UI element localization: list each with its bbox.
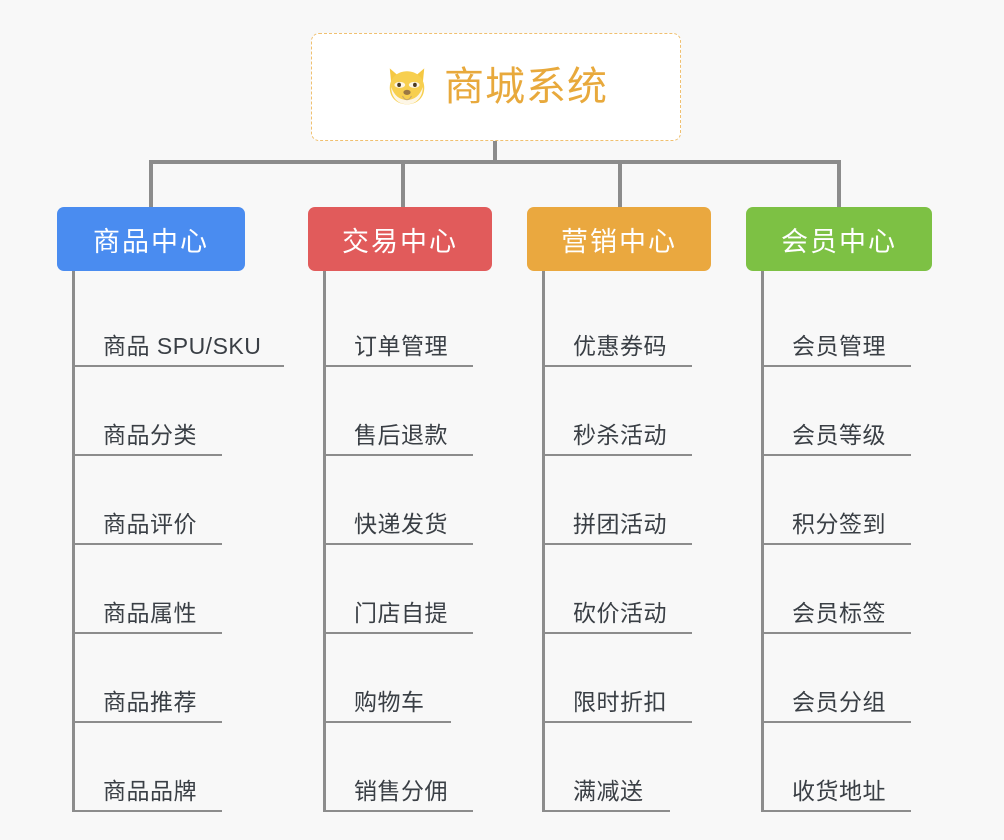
- shiba-dog-face-icon: [389, 68, 425, 105]
- leaf-underline: [323, 810, 473, 812]
- branch-drop-connector-4: [837, 160, 841, 207]
- leaf-item[interactable]: 售后退款: [308, 367, 492, 456]
- leaf-item-label: 商品品牌: [103, 778, 197, 804]
- leaf-item-label: 砍价活动: [573, 600, 667, 626]
- leaf-item-label: 售后退款: [354, 422, 448, 448]
- leaf-item-label: 优惠券码: [573, 333, 667, 359]
- root-node[interactable]: 商城系统: [311, 33, 681, 141]
- leaf-item[interactable]: 商品分类: [57, 367, 245, 456]
- branch-2: 交易中心订单管理售后退款快递发货门店自提购物车销售分佣: [308, 207, 492, 812]
- leaf-item[interactable]: 积分签到: [746, 456, 932, 545]
- leaf-item[interactable]: 订单管理: [308, 278, 492, 367]
- leaf-item[interactable]: 快递发货: [308, 456, 492, 545]
- branch-header-3[interactable]: 营销中心: [527, 207, 711, 271]
- leaf-item-label: 订单管理: [354, 333, 448, 359]
- leaf-underline: [72, 721, 222, 723]
- leaf-underline: [542, 365, 692, 367]
- branch-connector-bar: [150, 160, 840, 164]
- leaf-item[interactable]: 商品品牌: [57, 723, 245, 812]
- leaf-item-label: 满减送: [573, 778, 644, 804]
- root-connector-stem: [493, 141, 497, 163]
- leaf-item[interactable]: 会员分组: [746, 634, 932, 723]
- leaf-underline: [72, 810, 222, 812]
- leaf-item[interactable]: 商品属性: [57, 545, 245, 634]
- leaf-spine-3: [542, 271, 545, 812]
- leaf-item-label: 拼团活动: [573, 511, 667, 537]
- leaf-underline: [542, 632, 692, 634]
- leaf-item[interactable]: 商品 SPU/SKU: [57, 278, 284, 367]
- branch-4: 会员中心会员管理会员等级积分签到会员标签会员分组收货地址: [746, 207, 932, 812]
- branch-header-4[interactable]: 会员中心: [746, 207, 932, 271]
- leaf-underline: [72, 454, 222, 456]
- branch-3: 营销中心优惠券码秒杀活动拼团活动砍价活动限时折扣满减送: [527, 207, 711, 812]
- leaf-item[interactable]: 门店自提: [308, 545, 492, 634]
- leaf-list-4: 会员管理会员等级积分签到会员标签会员分组收货地址: [746, 271, 932, 812]
- branch-1: 商品中心商品 SPU/SKU 商品分类商品评价商品属性商品推荐商品品牌: [57, 207, 284, 812]
- leaf-underline: [542, 721, 692, 723]
- leaf-item[interactable]: 拼团活动: [527, 456, 711, 545]
- leaf-spine-2: [323, 271, 326, 812]
- leaf-item[interactable]: 会员标签: [746, 545, 932, 634]
- leaf-item[interactable]: 限时折扣: [527, 634, 711, 723]
- branch-header-2[interactable]: 交易中心: [308, 207, 492, 271]
- leaf-underline: [323, 721, 451, 723]
- leaf-underline: [761, 632, 911, 634]
- leaf-item-label: 销售分佣: [354, 778, 448, 804]
- leaf-item-label: 商品 SPU/SKU: [103, 333, 262, 359]
- leaf-underline: [761, 810, 911, 812]
- leaf-list-2: 订单管理售后退款快递发货门店自提购物车销售分佣: [308, 271, 492, 812]
- leaf-item-label: 门店自提: [354, 600, 448, 626]
- leaf-item-label: 秒杀活动: [573, 422, 667, 448]
- leaf-item-label: 会员管理: [792, 333, 886, 359]
- leaf-item[interactable]: 会员管理: [746, 278, 932, 367]
- root-title: 商城系统: [444, 65, 608, 109]
- leaf-spine-4: [761, 271, 764, 812]
- leaf-item[interactable]: 会员等级: [746, 367, 932, 456]
- leaf-item-label: 快递发货: [354, 511, 448, 537]
- leaf-item-label: 会员分组: [792, 689, 886, 715]
- leaf-list-1: 商品 SPU/SKU 商品分类商品评价商品属性商品推荐商品品牌: [57, 271, 284, 812]
- leaf-item[interactable]: 优惠券码: [527, 278, 711, 367]
- branch-header-1[interactable]: 商品中心: [57, 207, 245, 271]
- leaf-underline: [323, 632, 473, 634]
- leaf-underline: [323, 365, 473, 367]
- leaf-item-label: 收货地址: [792, 778, 886, 804]
- leaf-list-3: 优惠券码秒杀活动拼团活动砍价活动限时折扣满减送: [527, 271, 711, 812]
- branch-drop-connector-3: [618, 160, 622, 207]
- leaf-item-label: 会员标签: [792, 600, 886, 626]
- leaf-underline: [72, 632, 222, 634]
- leaf-underline: [761, 365, 911, 367]
- leaf-item-label: 商品属性: [103, 600, 197, 626]
- leaf-spine-1: [72, 271, 75, 812]
- leaf-item[interactable]: 购物车: [308, 634, 492, 723]
- leaf-item-label: 会员等级: [792, 422, 886, 448]
- leaf-item[interactable]: 满减送: [527, 723, 711, 812]
- leaf-underline: [323, 454, 473, 456]
- leaf-item-label: 商品推荐: [103, 689, 197, 715]
- leaf-underline: [542, 454, 692, 456]
- leaf-underline: [72, 365, 284, 367]
- leaf-item[interactable]: 商品推荐: [57, 634, 245, 723]
- leaf-item[interactable]: 秒杀活动: [527, 367, 711, 456]
- leaf-item-label: 商品评价: [103, 511, 197, 537]
- branch-drop-connector-2: [401, 160, 405, 207]
- leaf-item-label: 商品分类: [103, 422, 197, 448]
- leaf-underline: [542, 543, 692, 545]
- leaf-item-label: 积分签到: [792, 511, 886, 537]
- leaf-item-label: 限时折扣: [573, 689, 667, 715]
- leaf-underline: [542, 810, 670, 812]
- leaf-underline: [761, 543, 911, 545]
- leaf-item[interactable]: 砍价活动: [527, 545, 711, 634]
- leaf-underline: [323, 543, 473, 545]
- leaf-item[interactable]: 销售分佣: [308, 723, 492, 812]
- leaf-underline: [761, 454, 911, 456]
- leaf-underline: [72, 543, 222, 545]
- branch-drop-connector-1: [149, 160, 153, 207]
- leaf-item-label: 购物车: [354, 689, 425, 715]
- leaf-item[interactable]: 收货地址: [746, 723, 932, 812]
- leaf-underline: [761, 721, 911, 723]
- leaf-item[interactable]: 商品评价: [57, 456, 245, 545]
